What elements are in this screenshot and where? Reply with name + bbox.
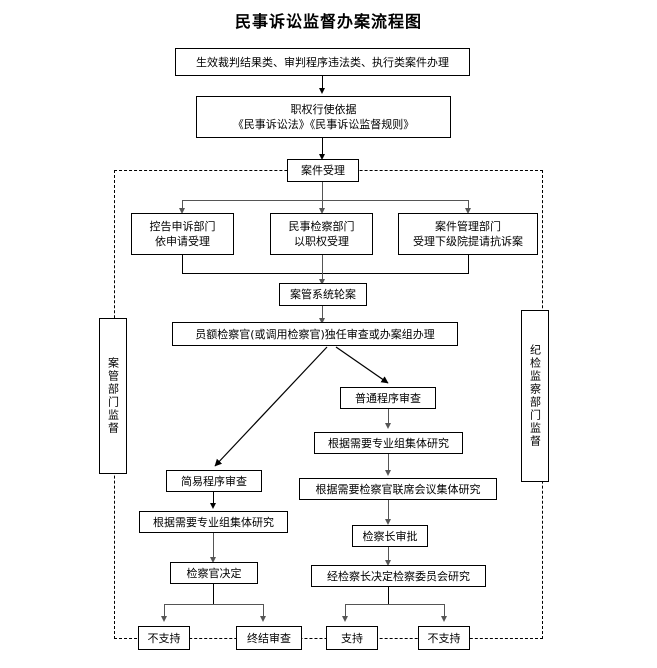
node-simple-group-study[interactable]: 根据需要专业组集体研究 <box>139 511 288 533</box>
node-dept-complaint[interactable]: 控告申诉部门 依申请受理 <box>131 213 234 255</box>
node-joint-meeting[interactable]: 根据需要检察官联席会议集体研究 <box>299 478 497 500</box>
connector-committee-bus <box>345 604 444 605</box>
connector-merge-bus <box>182 273 469 274</box>
connector-normal-to-group <box>388 409 389 425</box>
connector-dept-bus <box>182 200 468 201</box>
arrowhead-authority-accept <box>319 154 325 160</box>
connector-group-to-decision <box>213 533 214 559</box>
node-authority-line1: 职权行使依据 <box>290 103 357 116</box>
arrowhead-not-support-right <box>441 616 447 622</box>
connector-rotation-to-prosecutor <box>322 306 323 320</box>
node-result-not-support-right[interactable]: 不支持 <box>418 626 470 650</box>
arrowhead-prosecutor-decision <box>210 557 216 563</box>
arrowhead-prosecutor <box>319 318 325 324</box>
arrowhead-support <box>342 616 348 622</box>
node-normal-group-study[interactable]: 根据需要专业组集体研究 <box>314 432 463 454</box>
supervision-label-left: 案管部门监督 <box>99 318 127 474</box>
node-intake[interactable]: 生效裁判结果类、审判程序违法类、执行类案件办理 <box>175 48 470 76</box>
node-result-support[interactable]: 支持 <box>326 626 378 650</box>
node-chief-approval[interactable]: 检察长审批 <box>352 525 428 547</box>
arrowhead-dept-right <box>465 208 471 214</box>
node-dept-manage-line1: 案件管理部门 <box>435 220 501 233</box>
node-case-accept[interactable]: 案件受理 <box>287 159 359 182</box>
node-result-not-support-left[interactable]: 不支持 <box>138 626 190 650</box>
node-authority[interactable]: 职权行使依据 《民事诉讼法》《民事诉讼监督规则》 <box>196 96 451 138</box>
node-normal-review[interactable]: 普通程序审查 <box>340 387 436 409</box>
connector-decision-down <box>213 584 214 604</box>
connector-chief-to-committee <box>388 547 389 562</box>
node-rotation[interactable]: 案管系统轮案 <box>279 283 367 306</box>
node-dept-civil-line2: 以职权受理 <box>294 235 349 248</box>
connector-dept-left-drop <box>182 200 183 210</box>
arrowhead-intake-authority <box>319 88 325 94</box>
connector-accept-down <box>322 182 323 200</box>
connector-complaint-down <box>182 255 183 273</box>
connector-authority-to-accept <box>322 138 323 156</box>
connector-decision-right-drop <box>263 604 264 618</box>
arrowhead-normal-group <box>385 423 391 429</box>
node-dept-manage[interactable]: 案件管理部门 受理下级院提请抗诉案 <box>398 213 538 255</box>
connector-group-to-joint <box>388 454 389 472</box>
supervision-label-right: 纪检监察部门监督 <box>521 310 549 482</box>
arrowhead-committee-study <box>385 560 391 566</box>
connector-committee-left-drop <box>345 604 346 618</box>
connector-joint-to-chief <box>388 500 389 521</box>
node-dept-complaint-line1: 控告申诉部门 <box>149 220 216 233</box>
connector-dept-mid-drop <box>322 200 323 210</box>
node-dept-manage-line2: 受理下级院提请抗诉案 <box>413 235 523 248</box>
arrowhead-dept-left <box>179 208 185 214</box>
arrowhead-chief-approval <box>385 519 391 525</box>
arrowhead-terminate <box>260 616 266 622</box>
connector-civil-down <box>322 255 323 281</box>
connector-committee-right-drop <box>444 604 445 618</box>
node-committee-study[interactable]: 经检察长决定检察委员会研究 <box>311 565 486 587</box>
arrowhead-simple-group <box>210 503 216 509</box>
node-simple-review[interactable]: 简易程序审查 <box>166 470 262 492</box>
node-result-terminate[interactable]: 终结审查 <box>236 626 302 650</box>
node-prosecutor-decision[interactable]: 检察官决定 <box>170 562 258 584</box>
node-dept-civil[interactable]: 民事检察部门 以职权受理 <box>270 213 373 255</box>
node-prosecutor[interactable]: 员额检察官(或调用检察官)独任审查或办案组办理 <box>172 322 458 346</box>
node-authority-line2: 《民事诉讼法》《民事诉讼监督规则》 <box>232 118 415 131</box>
arrowhead-rotation <box>319 279 325 285</box>
connector-intake-to-authority <box>322 76 323 90</box>
page-title: 民事诉讼监督办案流程图 <box>234 12 422 31</box>
node-dept-complaint-line2: 依申请受理 <box>155 235 210 248</box>
node-dept-civil-line1: 民事检察部门 <box>288 220 355 233</box>
connector-simple-to-group <box>213 492 214 505</box>
arrowhead-not-support-left <box>161 616 167 622</box>
connector-committee-down <box>388 587 389 604</box>
connector-decision-bus <box>164 604 263 605</box>
connector-manage-down <box>468 255 469 273</box>
arrowhead-joint-meeting <box>385 470 391 476</box>
connector-dept-right-drop <box>468 200 469 210</box>
arrowhead-dept-mid <box>319 208 325 214</box>
connector-decision-left-drop <box>164 604 165 618</box>
